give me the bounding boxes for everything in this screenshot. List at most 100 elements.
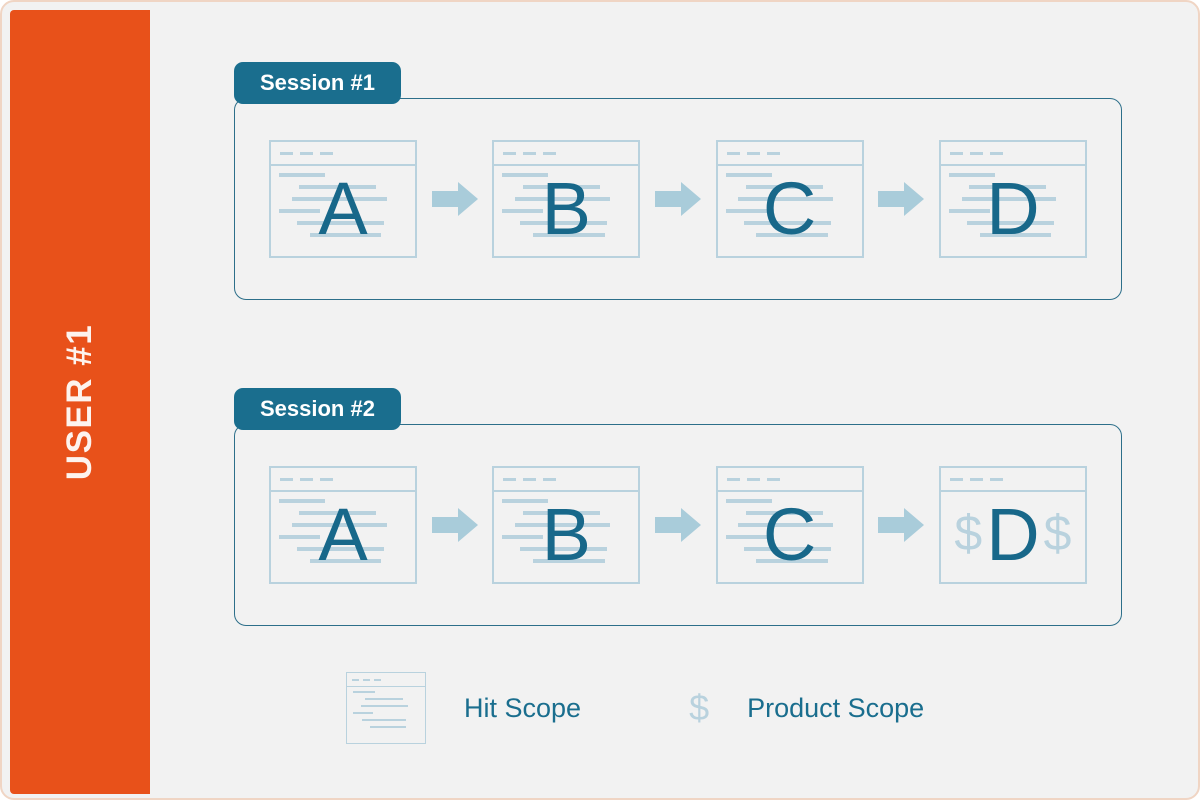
session-container-1: A <box>234 98 1122 301</box>
content-line <box>725 173 772 178</box>
page-content-lines <box>271 494 415 578</box>
titlebar-dash-icon <box>320 151 333 155</box>
content-line <box>966 221 1054 226</box>
titlebar-dash-icon <box>300 477 313 481</box>
legend-label-hit-scope: Hit Scope <box>464 692 582 723</box>
content-line <box>279 535 320 540</box>
page-titlebar <box>271 468 415 493</box>
content-line <box>279 173 326 178</box>
titlebar-dash-icon <box>320 477 333 481</box>
page-letter: C <box>762 493 817 577</box>
titlebar-dash-icon <box>766 477 780 481</box>
page-titlebar <box>494 142 639 167</box>
content-line <box>291 197 387 202</box>
flow-arrow-icon <box>431 182 478 217</box>
dollar-icon-left: $ <box>954 505 983 562</box>
content-line <box>725 209 767 214</box>
page-letter-with-money: $ D $ <box>941 488 1085 582</box>
content-line <box>299 185 377 190</box>
titlebar-dash-icon <box>503 151 517 155</box>
page-titlebar <box>717 142 862 167</box>
titlebar-dash-icon <box>280 151 293 155</box>
titlebar-dash-icon <box>746 477 760 481</box>
titlebar-dash-icon <box>543 477 557 481</box>
titlebar-dash-icon <box>352 678 359 681</box>
content-line <box>746 511 823 516</box>
content-line <box>296 221 384 226</box>
content-line <box>961 197 1057 202</box>
content-line <box>309 233 382 238</box>
titlebar-dash-icon <box>969 151 983 155</box>
titlebar-dash-icon <box>523 151 537 155</box>
content-line <box>522 511 600 516</box>
content-line <box>502 535 544 540</box>
page-titlebar <box>940 142 1085 167</box>
page-card-b-s1: B <box>492 140 641 259</box>
content-line <box>738 197 834 202</box>
user-band-label: USER #1 <box>60 323 99 481</box>
page-card-c-s1: C <box>715 140 864 259</box>
content-line <box>948 209 990 214</box>
titlebar-dash-icon <box>726 151 740 155</box>
page-content-lines <box>718 168 862 252</box>
titlebar-dash-icon <box>363 678 370 681</box>
page-card-a-s2: A <box>269 466 417 585</box>
page-titlebar <box>940 468 1085 493</box>
titlebar-dash-icon <box>543 151 557 155</box>
titlebar-dash-icon <box>989 151 1003 155</box>
content-line <box>353 712 373 714</box>
titlebar-dash-icon <box>300 151 313 155</box>
legend: Hit Scope $ Product Scope <box>346 672 924 744</box>
user-band: USER #1 <box>10 10 150 794</box>
page-titlebar <box>271 142 415 167</box>
titlebar-dash-icon <box>523 477 537 481</box>
page-card-a-s1: A <box>269 140 417 259</box>
content-line <box>296 547 384 552</box>
diagram-stage: Session #1 <box>150 10 1190 790</box>
session-flow-2: A <box>269 466 1087 585</box>
page-icon-lines <box>347 689 425 740</box>
content-line <box>746 185 823 190</box>
content-line <box>502 209 544 214</box>
session-block-2: Session #2 <box>234 388 1122 627</box>
legend-item-hit-scope: Hit Scope <box>346 672 581 744</box>
titlebar-dash-icon <box>989 477 1003 481</box>
page-titlebar <box>494 468 639 493</box>
titlebar-dash-icon <box>949 477 963 481</box>
content-line <box>279 499 326 504</box>
page-letter: B <box>541 493 591 577</box>
page-titlebar <box>717 468 862 493</box>
content-line <box>360 705 409 707</box>
titlebar-dash-icon <box>969 477 983 481</box>
page-card-c-s2: C <box>715 466 864 585</box>
flow-arrow-icon <box>654 182 701 217</box>
page-icon-titlebar <box>347 673 425 687</box>
content-line <box>756 233 829 238</box>
session-block-1: Session #1 <box>234 62 1122 301</box>
content-line <box>743 547 831 552</box>
page-content-lines <box>494 168 638 252</box>
content-line <box>502 173 549 178</box>
page-letter: D <box>986 167 1040 251</box>
content-line <box>353 691 376 693</box>
content-line <box>979 233 1052 238</box>
flow-arrow-icon <box>431 508 478 543</box>
content-line <box>370 726 406 728</box>
content-line <box>756 559 829 564</box>
content-line <box>362 719 406 721</box>
content-line <box>502 499 549 504</box>
page-content-lines <box>271 168 415 252</box>
content-line <box>279 209 320 214</box>
titlebar-dash-icon <box>503 477 517 481</box>
titlebar-dash-icon <box>280 477 293 481</box>
page-letter: D <box>986 493 1040 577</box>
dollar-icon-right: $ <box>1043 505 1072 562</box>
page-letter: A <box>318 493 368 577</box>
content-line <box>533 559 605 564</box>
content-line <box>515 523 610 528</box>
content-line <box>309 559 382 564</box>
flow-arrow-icon <box>878 182 925 217</box>
session-flow-1: A <box>269 140 1087 259</box>
page-content-lines <box>941 168 1085 252</box>
